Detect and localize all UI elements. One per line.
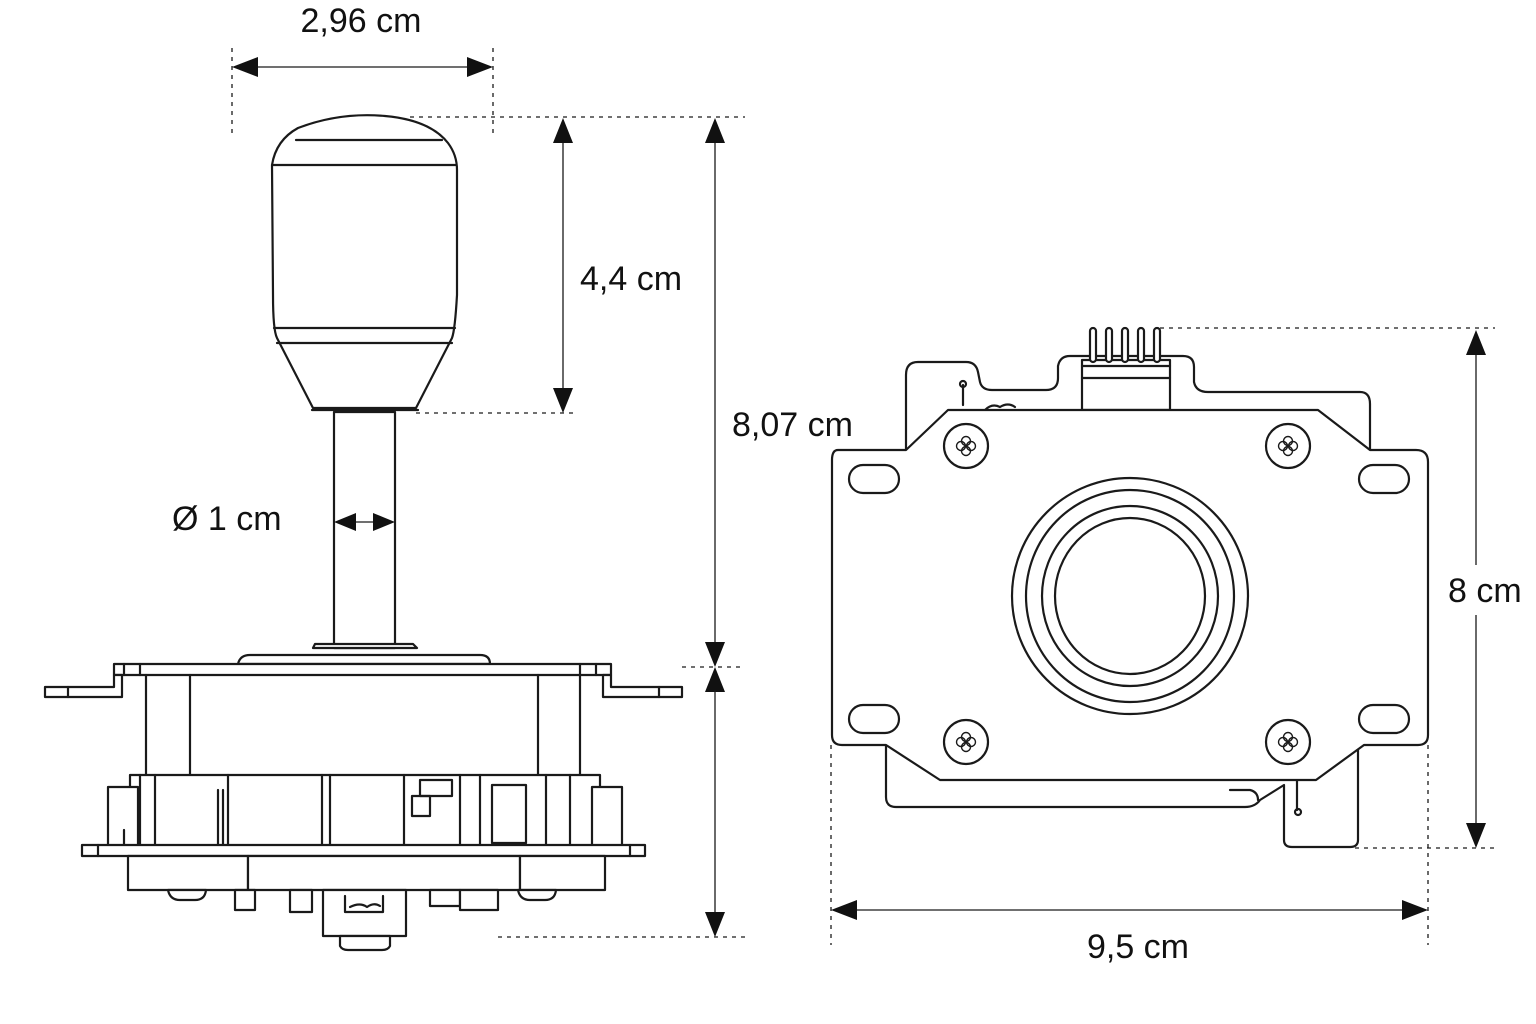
- arrow-right-icon: [467, 57, 493, 77]
- dim-shaft-diameter: Ø 1 cm: [172, 500, 395, 538]
- mounting-plate-side: [43, 662, 684, 699]
- switch-housing: [106, 673, 624, 872]
- arrow-down-icon: [705, 642, 725, 667]
- connector-body: [1080, 358, 1172, 412]
- screw-icon: [1264, 718, 1312, 766]
- pcb-board: [80, 843, 647, 858]
- dust-washer-rings: [1010, 476, 1250, 716]
- label-shaft-diameter: Ø 1 cm: [172, 500, 282, 538]
- arrow-up-icon: [553, 118, 573, 143]
- label-plate-height: 8 cm: [1448, 572, 1522, 610]
- dim-plate-height: 8 cm: [1160, 327, 1522, 849]
- label-knob-width: 2,96 cm: [301, 2, 422, 40]
- arrow-up-icon: [705, 667, 725, 692]
- screw-icon: [942, 718, 990, 766]
- dim-knob-height: 4,4 cm: [410, 116, 745, 414]
- dust-washer: [236, 653, 492, 666]
- arrow-right-icon: [1402, 900, 1428, 920]
- top-view: [830, 326, 1430, 849]
- mounting-slot: [1357, 703, 1411, 735]
- shaft: [332, 410, 397, 650]
- label-plate-width: 9,5 cm: [1087, 928, 1189, 966]
- arrow-down-icon: [1466, 823, 1486, 848]
- microswitch-bottom: [126, 854, 607, 952]
- connector-pins: [1088, 326, 1162, 364]
- side-view: [43, 114, 684, 952]
- screw-icon: [1264, 422, 1312, 470]
- shaft-collar: [311, 642, 419, 650]
- arrow-up-icon: [1466, 330, 1486, 355]
- mounting-slot: [1357, 463, 1411, 495]
- arrow-left-icon: [232, 57, 258, 77]
- actuator-block: [321, 888, 408, 938]
- arrow-right-icon: [373, 513, 395, 531]
- ball-top-knob: [270, 114, 459, 412]
- label-total-height: 8,07 cm: [732, 406, 853, 444]
- label-knob-height: 4,4 cm: [580, 260, 682, 298]
- dim-knob-width: 2,96 cm: [231, 2, 494, 138]
- dim-total-height: 8,07 cm: [498, 118, 853, 938]
- arrow-left-icon: [334, 513, 356, 531]
- mounting-slot: [847, 463, 901, 495]
- arrow-left-icon: [831, 900, 857, 920]
- arrow-down-icon: [553, 388, 573, 413]
- screw-icon: [942, 422, 990, 470]
- mounting-slot: [847, 703, 901, 735]
- arrow-up-icon: [705, 118, 725, 143]
- dim-plate-width: 9,5 cm: [830, 745, 1429, 966]
- arrow-down-icon: [705, 912, 725, 937]
